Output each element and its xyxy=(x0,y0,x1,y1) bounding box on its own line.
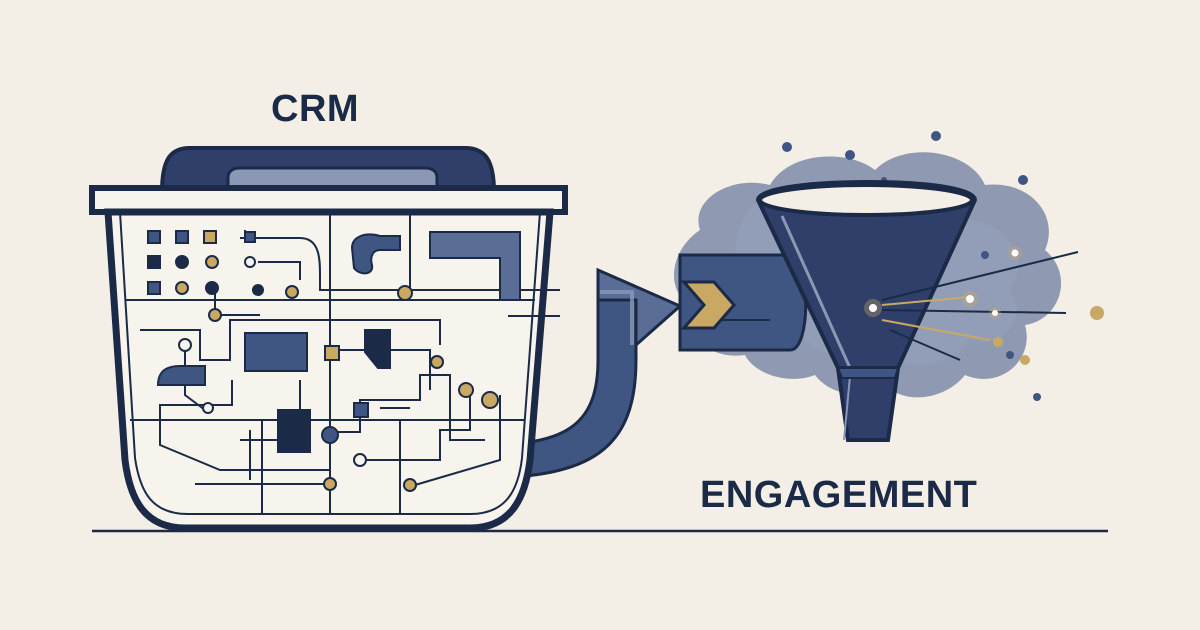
engagement-label: ENGAGEMENT xyxy=(700,474,978,516)
circuit-components xyxy=(147,230,521,492)
circuit-diagram-icon xyxy=(125,212,560,514)
spark-icon xyxy=(864,246,1104,365)
crm-label: CRM xyxy=(271,88,360,130)
funnel-icon xyxy=(755,179,978,442)
arrow-icon xyxy=(478,253,808,480)
